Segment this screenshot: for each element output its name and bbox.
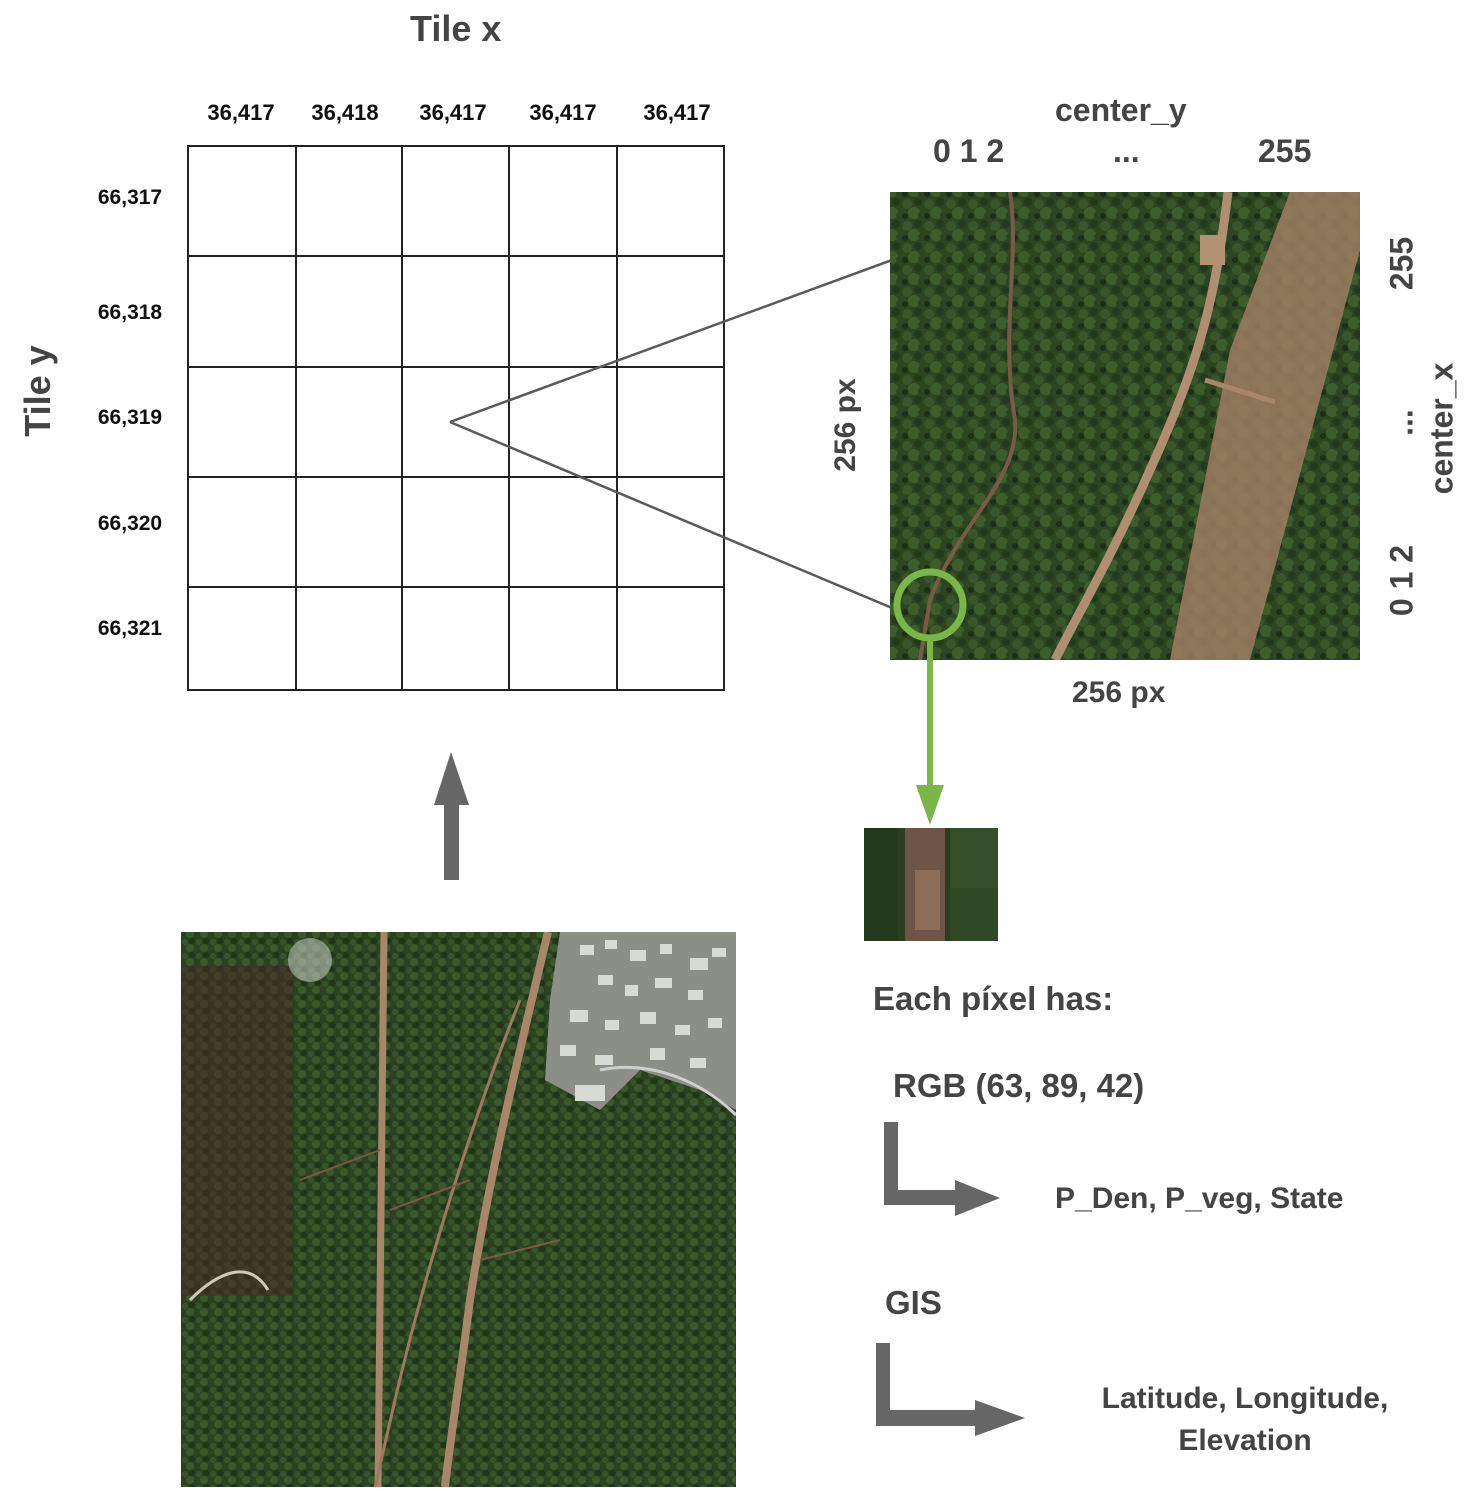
row-label: 66,320 xyxy=(97,512,163,535)
column-label: 36,417 xyxy=(207,100,275,125)
rgb-label: RGB (63, 89, 42) xyxy=(893,1067,1145,1104)
row-label: 66,319 xyxy=(97,406,163,429)
gis-derived-line1: Latitude, Longitude, xyxy=(1101,1382,1389,1415)
tile-width-label: 256 px xyxy=(1072,676,1166,709)
rgb-elbow-arrow xyxy=(884,1122,1000,1216)
rgb-derived-label: P_Den, P_veg, State xyxy=(1055,1182,1344,1215)
center-y-tick-end: 255 xyxy=(1258,133,1312,169)
tile-x-title: Tile x xyxy=(410,8,502,49)
pixel-zoom-arrow xyxy=(916,640,944,825)
center-y-axis-title: center_y xyxy=(1055,92,1187,128)
row-label: 66,317 xyxy=(97,186,163,209)
row-label: 66,318 xyxy=(97,301,163,324)
gis-label: GIS xyxy=(885,1284,942,1321)
zoom-connector xyxy=(449,258,893,610)
pixel-info-heading: Each píxel has: xyxy=(873,980,1114,1017)
column-label: 36,418 xyxy=(311,100,379,125)
gis-elbow-arrow xyxy=(876,1343,1025,1436)
column-label: 36,417 xyxy=(419,100,487,125)
column-label: 36,417 xyxy=(643,100,711,125)
center-y-tick-start: 0 1 2 xyxy=(933,133,1005,169)
center-y-tick-ellipsis: ... xyxy=(1113,133,1140,169)
pixel-highlight-circle xyxy=(893,568,967,642)
up-arrow xyxy=(434,752,469,880)
tile-grid xyxy=(187,145,725,691)
region-satellite-image xyxy=(181,932,736,1487)
column-label: 36,417 xyxy=(529,100,597,125)
gis-derived-line2: Elevation xyxy=(1178,1424,1312,1457)
tile-satellite-image xyxy=(890,192,1360,660)
pixel-crop-image xyxy=(864,828,998,941)
row-label: 66,321 xyxy=(97,617,163,640)
